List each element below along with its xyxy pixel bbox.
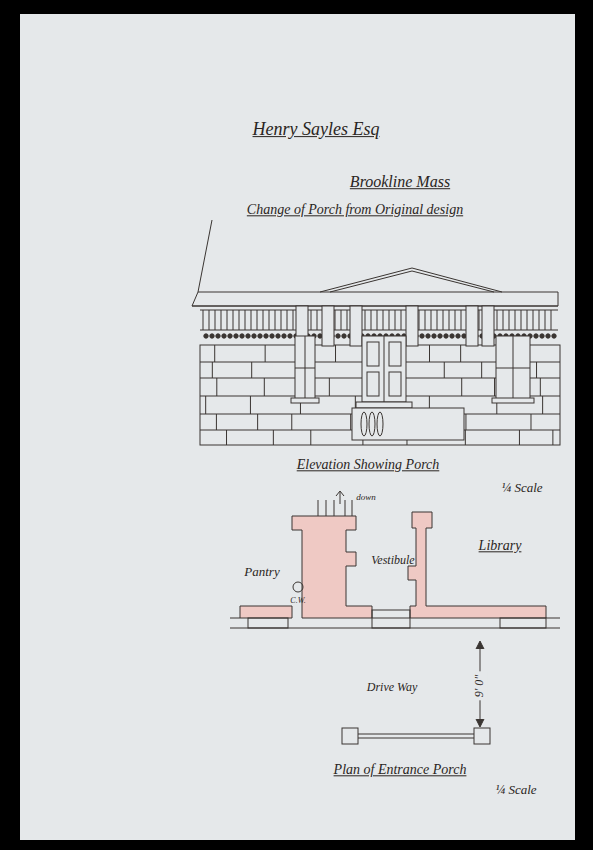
drawing-label: Drive Way	[367, 681, 418, 694]
drawing-label: Pantry	[244, 565, 279, 579]
drawing-label: C.W.	[290, 597, 305, 606]
drawing-label: ¼ Scale	[501, 481, 542, 495]
drawing-label: Brookline Mass	[350, 173, 450, 191]
drawing-label: ¼ Scale	[495, 783, 536, 797]
drawing-title: Henry Sayles Esq	[253, 120, 380, 140]
drawing-label: Vestibule	[371, 554, 414, 567]
drawing-label: Elevation Showing Porch	[297, 457, 440, 472]
drawing-label: Change of Porch from Original design	[247, 202, 463, 217]
drawing-label: 9' 0"	[472, 672, 487, 701]
drawing-label: down	[356, 493, 376, 503]
drawing-label: Plan of Entrance Porch	[334, 762, 467, 777]
drawing-label: Library	[479, 538, 522, 553]
paper-sheet	[20, 14, 575, 840]
floor-plan	[230, 491, 560, 744]
elevation	[192, 220, 560, 445]
